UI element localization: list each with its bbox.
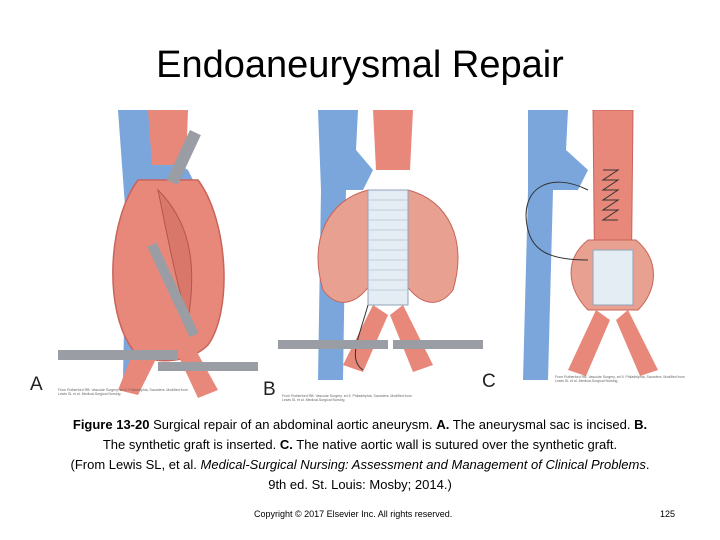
graft-b	[367, 189, 409, 306]
panel-b-illustration	[278, 110, 483, 380]
caption-source-prefix: (From Lewis SL, et al.	[70, 457, 197, 472]
panel-label-c: C	[482, 371, 496, 392]
vein-c	[523, 110, 588, 380]
figure-caption: Figure 13-20 Surgical repair of an abdom…	[30, 415, 690, 495]
suture-line-c	[601, 169, 620, 221]
iliac-left-b	[343, 305, 388, 372]
caption-b-text: The synthetic graft is inserted.	[102, 437, 277, 452]
graft-c	[592, 249, 634, 306]
caption-figure-label: Figure 13-20	[72, 417, 150, 432]
sac-flap-right-b	[402, 189, 459, 303]
sac-flap-left-b	[317, 189, 374, 303]
caption-a-text: The aneurysmal sac is incised.	[452, 417, 631, 432]
caption-b-label: B.	[634, 417, 648, 432]
panel-a-illustration	[58, 110, 258, 398]
iliac-right-c	[616, 310, 658, 376]
iliac-left-c	[568, 310, 610, 376]
caption-intro: Surgical repair of an abdominal aortic a…	[153, 417, 433, 432]
scissors-a	[147, 242, 199, 338]
caption-line-4: 9th ed. St. Louis: Mosby; 2014.)	[268, 477, 452, 492]
page-number: 125	[660, 509, 676, 519]
suture-thread-c	[525, 181, 589, 261]
iliac-right-a	[178, 345, 218, 398]
caption-line-3: (From Lewis SL, et al. Medical-Surgical …	[30, 455, 690, 475]
aorta-upper-a	[148, 110, 188, 165]
slide-title: Endoaneurysmal Repair	[156, 44, 564, 86]
vein-b	[318, 110, 373, 380]
aneurysm-repair-illustration	[58, 110, 658, 398]
clamp-bottom-b-2	[393, 340, 483, 349]
caption-c-label: C.	[279, 437, 293, 452]
caption-line-2: The synthetic graft is inserted. C. The …	[30, 435, 690, 455]
clamp-bottom-b	[278, 340, 388, 349]
caption-line-1: Figure 13-20 Surgical repair of an abdom…	[30, 415, 690, 435]
credit-c: From Rutherford RB: Vascular Surgery, ed…	[555, 375, 685, 383]
caption-a-label: A.	[436, 417, 450, 432]
copyright-notice: Copyright © 2017 Elsevier Inc. All right…	[254, 509, 453, 519]
panel-label-b: B	[263, 379, 276, 400]
aorta-upper-b	[373, 110, 413, 170]
clamp-bottom-a-2	[158, 362, 258, 371]
caption-source-title: Medical-Surgical Nursing: Assessment and…	[200, 457, 646, 472]
clamp-bottom-a	[58, 350, 178, 360]
caption-source-suffix: .	[645, 457, 650, 472]
iliac-right-b	[390, 305, 433, 372]
caption-c-text: The native aortic wall is sutured over t…	[296, 437, 618, 452]
panel-label-a: A	[30, 374, 43, 395]
clamp-top-a	[166, 129, 201, 185]
credit-a: From Rutherford RB: Vascular Surgery, ed…	[58, 388, 188, 396]
panel-c-illustration	[523, 110, 658, 380]
credit-b: From Rutherford RB: Vascular Surgery, ed…	[282, 394, 412, 402]
